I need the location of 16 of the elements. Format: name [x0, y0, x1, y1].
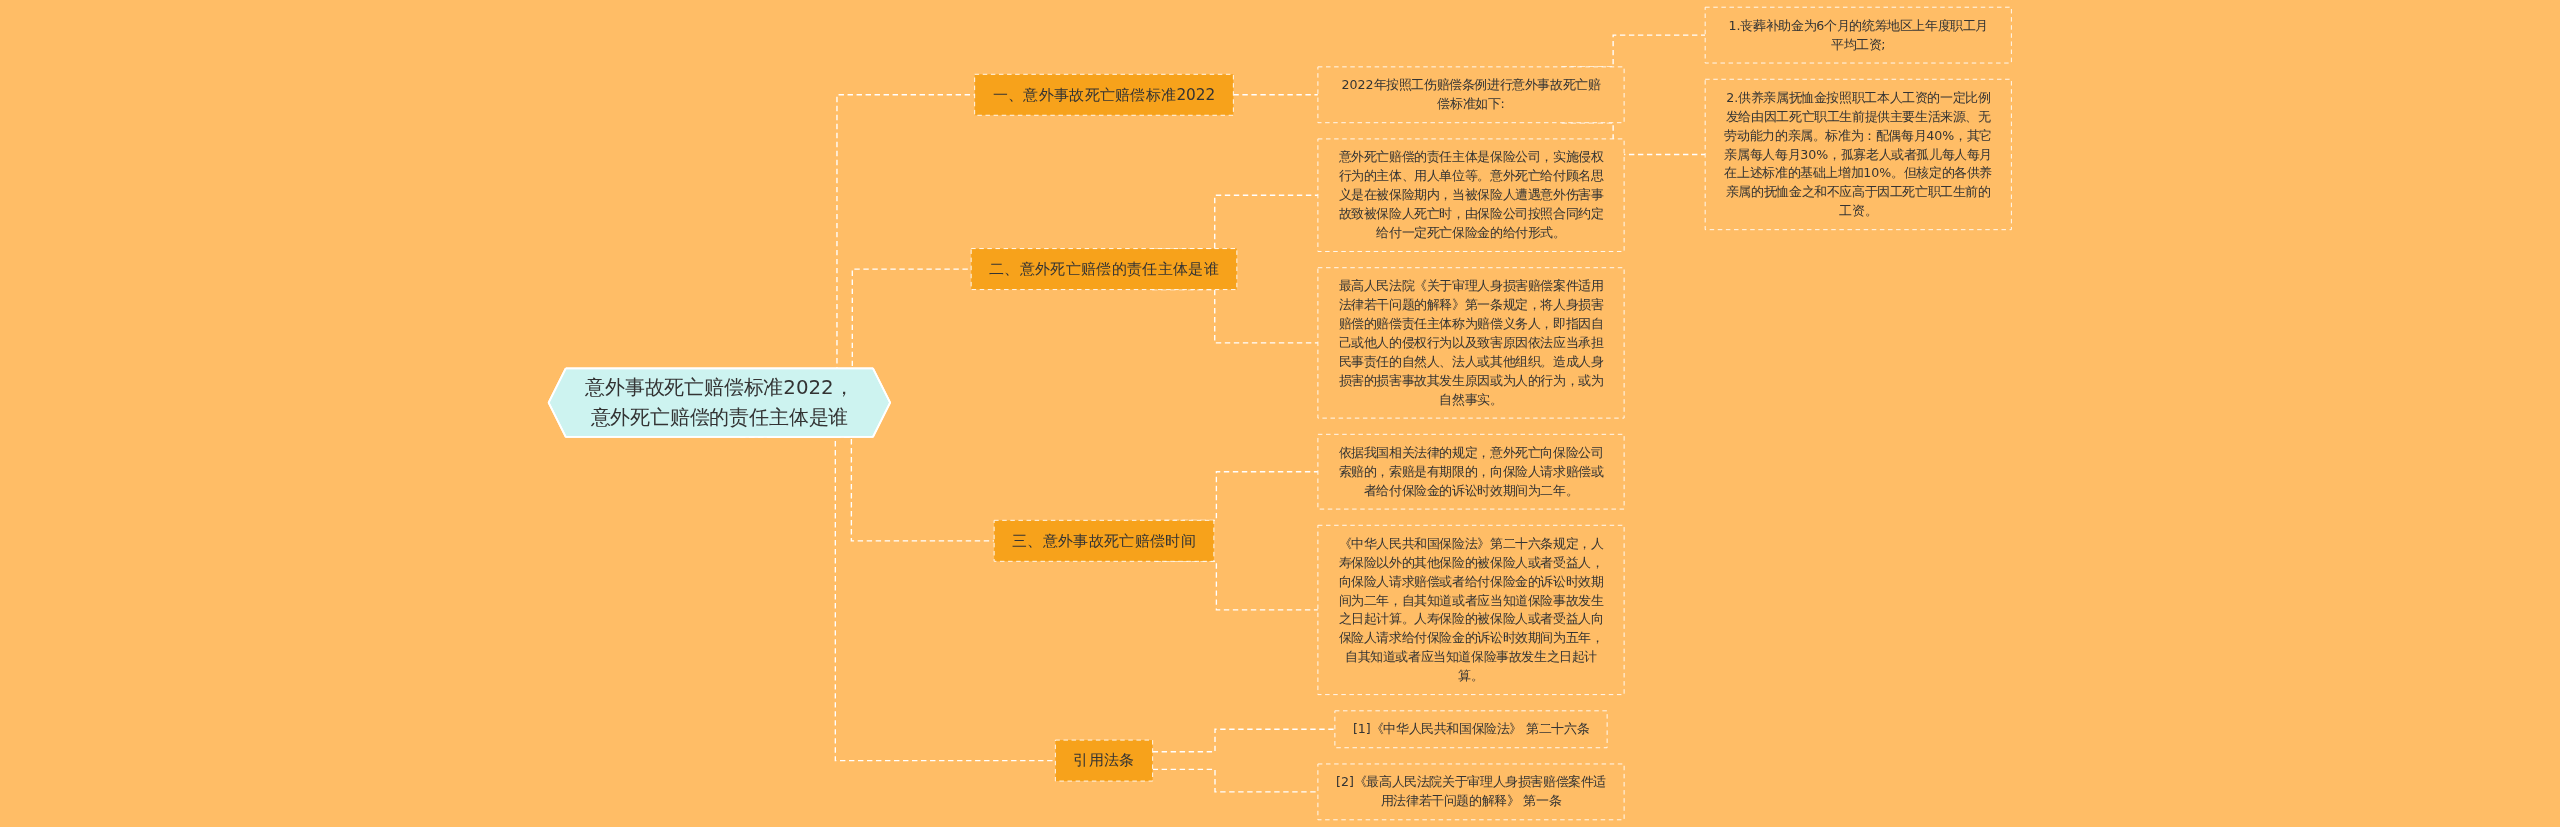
- node-box: 依据我国相关法律的规定，意外死亡向保险公司索赔的，索赔是有期限的，向保险人请求赔偿或者给付保险金的诉讼时效期间为二年。: [1317, 433, 1625, 510]
- node-box: 意外死亡赔偿的责任主体是保险公司，实施侵权行为的主体、用人单位等。意外死亡给付顾名思义是在被保险期内，当被保险人遭遇意外伤害事故致被保险人死亡时，由保险公司按照合同约定给付一定死亡保险金的给付形式。: [1317, 138, 1625, 252]
- connector: [1151, 768, 1319, 793]
- node-box: 2022年按照工伤赔偿条例进行意外事故死亡赔偿标准如下:: [1317, 66, 1625, 124]
- connector: [1151, 728, 1336, 753]
- node-box: 引用法条: [1054, 739, 1154, 782]
- node-box: 二、意外死亡赔偿的责任主体是谁: [970, 248, 1238, 290]
- node-box: 1.丧葬补助金为6个月的统筹地区上年度职工月平均工资;: [1704, 6, 2012, 64]
- node-box: [2]《最高人民法院关于审理人身损害赔偿案件适用法律若干问题的解释》 第一条: [1317, 763, 1625, 821]
- node-box: 《中华人民共和国保险法》第二十六条规定，人寿保险以外的其他保险的被保险人或者受益人，向保险人请求赔偿或者给付保险金的诉讼时效期间为二年，自其知道或者应当知道保险事故发生之日起计算。人寿保险的被保险人或者受益人向保险人请求给付保险金的诉讼时效期间为五年，自其知道或者应当知道保险事故发生之日起计算。: [1317, 524, 1625, 696]
- node-box: 2.供养亲属抚恤金按照职工本人工资的一定比例发给由因工死亡职工生前提供主要生活来源、无劳动能力的亲属。标准为：配偶每月40%，其它亲属每人每月30%，孤寡老人或者孤儿每人每月在上述标准的基础上增加10%。但核定的各供养亲属的抚恤金之和不应高于因工死亡职工生前的工资。: [1704, 78, 2012, 231]
- connector: [1232, 94, 1319, 96]
- node-box: 最高人民法院《关于审理人身损害赔偿案件适用法律若干问题的解释》第一条规定，将人身损害赔偿的赔偿责任主体称为赔偿义务人，即指因自己或他人的侵权行为以及致害原因依法应当承担民事责任的自然人、法人或其他组织。造成人身损害的损害事故其发生原因或为人的行为，或为自然事实。: [1317, 267, 1625, 419]
- node-box: [1]《中华人民共和国保险法》 第二十六条: [1334, 710, 1608, 749]
- node-box: 三、意外事故死亡赔偿时间: [993, 519, 1215, 562]
- node-box: 一、意外事故死亡赔偿标准2022: [974, 73, 1234, 116]
